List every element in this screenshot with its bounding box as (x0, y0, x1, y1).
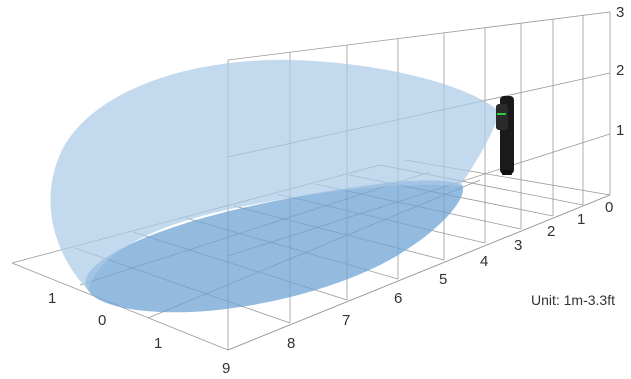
width-axis-labels: 1 0 1 (48, 290, 162, 352)
width-label-center-0: 0 (98, 312, 106, 329)
height-axis-labels: 1 2 3 (616, 4, 624, 139)
sensor-mount-base (502, 170, 512, 175)
distance-label-2: 2 (547, 223, 555, 240)
distance-label-6: 6 (394, 290, 402, 307)
floor-detection-area (85, 180, 464, 313)
distance-label-5: 5 (439, 271, 447, 288)
distance-label-7: 7 (342, 312, 350, 329)
distance-label-1: 1 (577, 211, 585, 228)
height-label-3: 3 (616, 4, 624, 21)
vertical-detection-beam (50, 59, 500, 291)
height-label-2: 2 (616, 62, 624, 79)
distance-label-3: 3 (514, 237, 522, 254)
distance-axis-labels: 9 8 7 6 5 4 3 2 1 0 (222, 199, 613, 377)
sensor-indicator-light (497, 113, 506, 115)
distance-label-9: 9 (222, 360, 230, 377)
distance-label-4: 4 (480, 253, 488, 270)
sensor-device (496, 96, 514, 175)
distance-label-0: 0 (605, 199, 613, 216)
distance-label-8: 8 (287, 335, 295, 352)
height-label-1: 1 (616, 122, 624, 139)
width-label-right-1: 1 (154, 335, 162, 352)
sensor-head (496, 104, 508, 130)
width-label-left-1: 1 (48, 290, 56, 307)
unit-note: Unit: 1m-3.3ft (530, 292, 615, 308)
